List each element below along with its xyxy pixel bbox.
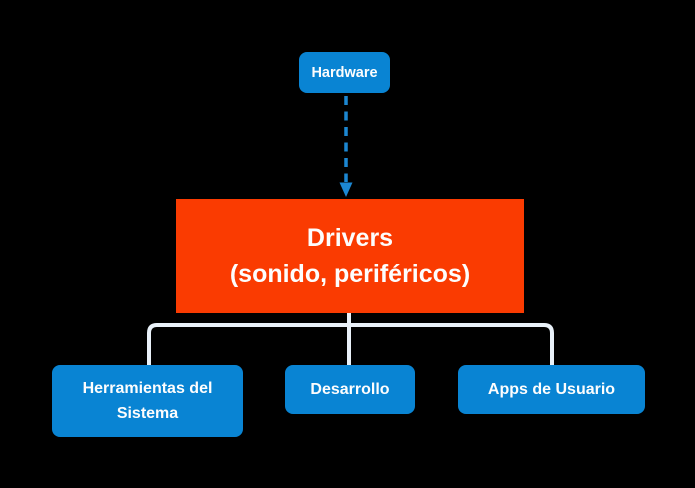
node-drivers: Drivers (sonido, periféricos) <box>176 199 524 313</box>
node-apps-de-usuario: Apps de Usuario <box>458 365 645 414</box>
drivers-title: Drivers <box>306 224 394 252</box>
herramientas-label: Herramientas del Sistema <box>82 380 213 422</box>
apps-de-usuario-label: Apps de Usuario <box>487 381 616 398</box>
desarrollo-label: Desarrollo <box>310 381 390 398</box>
drivers-subtitle: (sonido, periféricos) <box>229 260 471 288</box>
hardware-label: Hardware <box>311 64 378 81</box>
node-desarrollo: Desarrollo <box>285 365 415 414</box>
node-herramientas-del-sistema: Herramientas del Sistema <box>52 365 243 437</box>
arrowhead-icon <box>339 182 353 197</box>
node-hardware: Hardware <box>299 52 390 93</box>
